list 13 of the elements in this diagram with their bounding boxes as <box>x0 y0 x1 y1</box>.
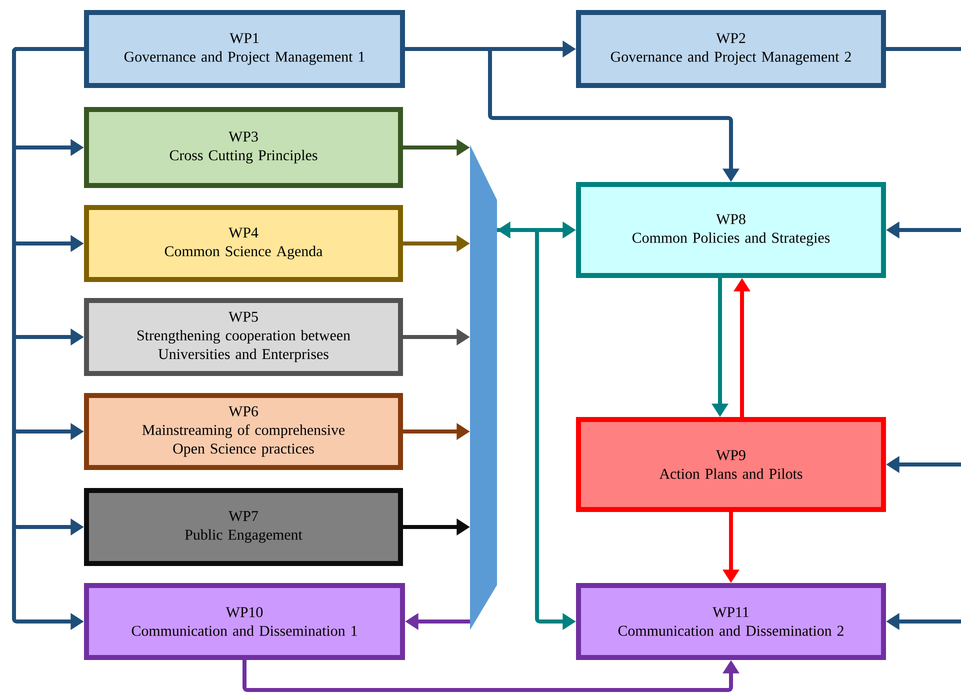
work-package-box: WP11 Communication and Dissemination 2 <box>576 583 886 660</box>
work-package-box: WP3 Cross Cutting Principles <box>84 107 403 188</box>
work-package-box: WP6 Mainstreaming of comprehensive Open Science practices <box>84 393 403 470</box>
work-package-box: WP10 Communication and Dissemination 1 <box>84 583 405 660</box>
work-package-box: WP9 Action Plans and Pilots <box>576 417 886 512</box>
work-package-box: WP8 Common Policies and Strategies <box>576 182 886 278</box>
work-package-box: WP4 Common Science Agenda <box>84 205 403 282</box>
work-package-box: WP2 Governance and Project Management 2 <box>576 10 886 88</box>
work-package-box: WP7 Public Engagement <box>84 488 403 566</box>
work-package-box: WP1 Governance and Project Management 1 <box>84 10 405 88</box>
connector-line <box>886 47 961 51</box>
work-package-box: WP5 Strengthening cooperation between Universities and Enterprises <box>84 298 403 376</box>
vertical-bar <box>470 145 497 630</box>
